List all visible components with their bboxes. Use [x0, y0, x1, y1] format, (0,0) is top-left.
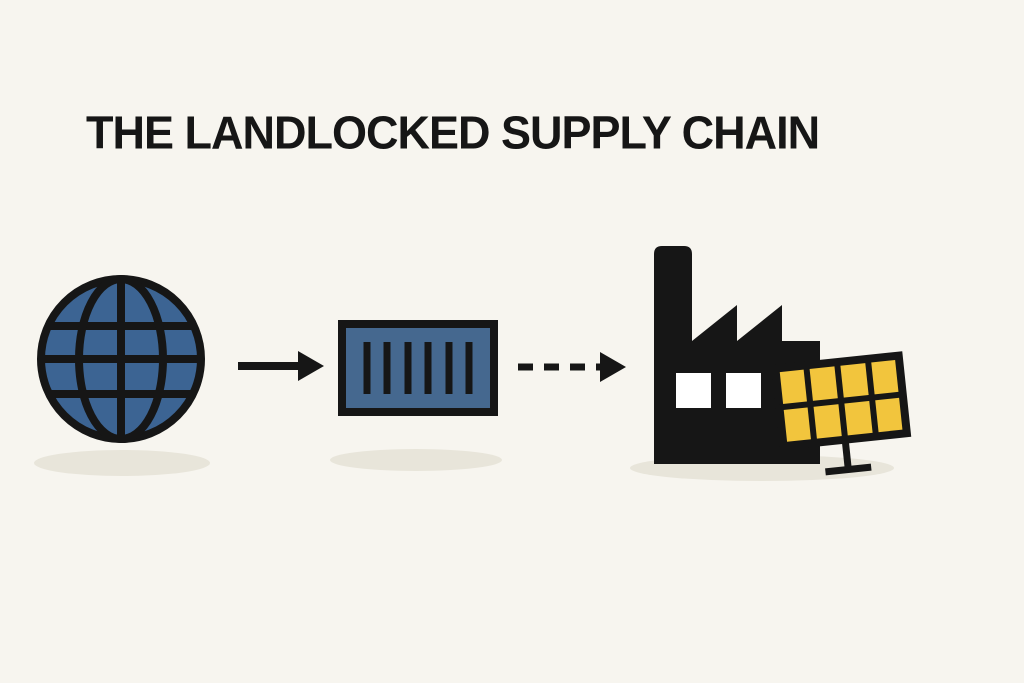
solar-panel-grid-line: [779, 391, 904, 411]
solid-arrow-icon: [238, 351, 324, 381]
container-shadow: [330, 449, 502, 471]
dashed-arrow-head: [600, 352, 626, 382]
factory-window: [676, 373, 711, 408]
solar-panel-icon: [770, 351, 912, 476]
solar-panel-base: [825, 463, 872, 476]
globe-icon: [37, 275, 205, 443]
solid-arrow-head: [298, 351, 324, 381]
shipping-container-icon: [338, 320, 498, 416]
globe-shadow: [34, 450, 210, 476]
dashed-arrow-icon: [518, 352, 626, 382]
page-title: THE LANDLOCKED SUPPLY CHAIN: [86, 106, 820, 160]
factory-window: [726, 373, 761, 408]
